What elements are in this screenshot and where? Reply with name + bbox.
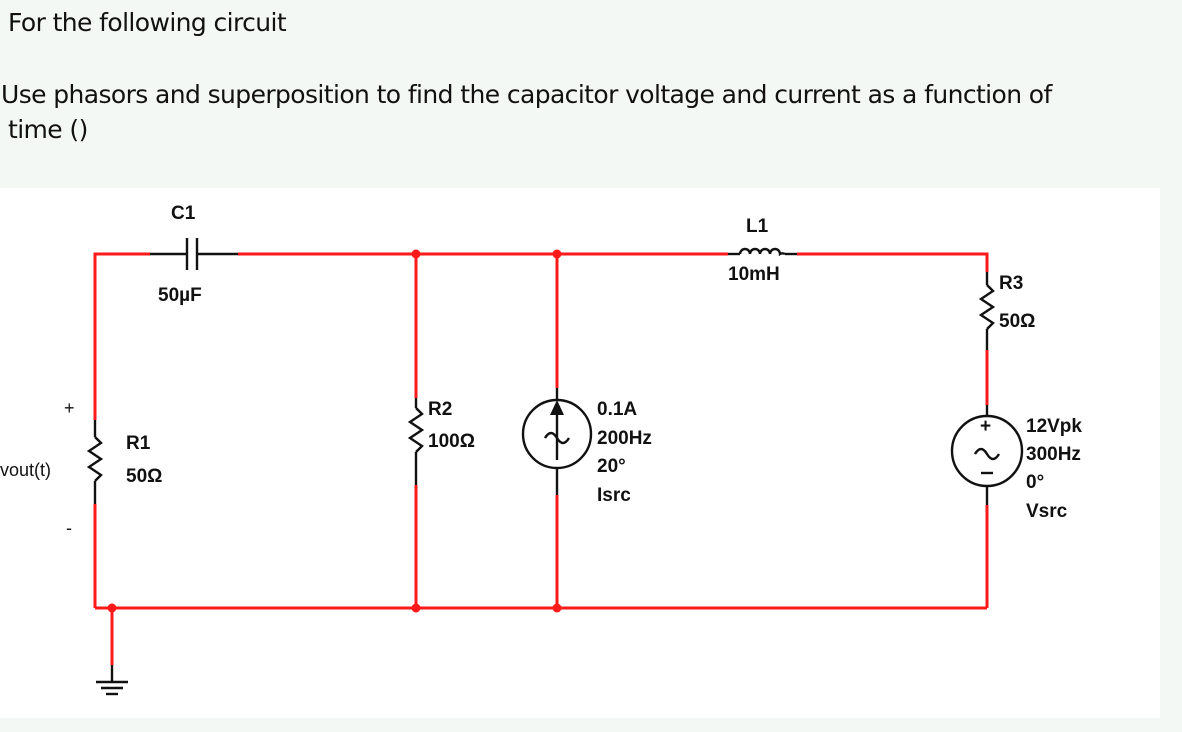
r3-value-label: 50Ω [999, 311, 1035, 332]
l1-value-label: 10mH [728, 264, 780, 285]
resistor-zigzag [86, 436, 104, 482]
question-task-line-1: Use phasors and superposition to find th… [1, 80, 1052, 109]
junction-nodes [107, 249, 562, 613]
current-source-isrc[interactable]: 0.1A 200Hz 20° Isrc [521, 388, 652, 506]
l1-ref-label: L1 [746, 216, 769, 237]
junction-node [552, 603, 562, 613]
vout-plus-label: + [64, 398, 75, 418]
inductor-l1[interactable]: L1 10mH [728, 216, 797, 285]
resistor-r2[interactable]: R2 100Ω [407, 398, 475, 485]
wire-top-right [797, 252, 989, 272]
capacitor-c1[interactable]: C1 50µF [150, 203, 238, 306]
wires [93, 252, 989, 665]
vsrc-frequency-label: 300Hz [1026, 444, 1081, 465]
inductor-coil [738, 247, 786, 257]
circuit-schematic: C1 50µF L1 10mH R1 50Ω + vout(t) - [0, 203, 1082, 696]
r3-ref-label: R3 [999, 273, 1023, 294]
ground-symbol [96, 665, 128, 696]
resistor-zigzag [407, 407, 425, 453]
circuit-panel: C1 50µF L1 10mH R1 50Ω + vout(t) - [0, 188, 1160, 718]
question-intro: For the following circuit [8, 8, 287, 37]
isrc-ref-label: Isrc [597, 485, 631, 506]
c1-value-label: 50µF [158, 285, 202, 306]
junction-node [411, 249, 421, 259]
vout-label: vout(t) [0, 460, 51, 480]
vsrc-ref-label: Vsrc [1026, 501, 1068, 522]
junction-node [552, 249, 562, 259]
c1-ref-label: C1 [171, 203, 196, 224]
junction-node [107, 603, 117, 613]
vout-minus-label: - [66, 518, 72, 538]
r1-ref-label: R1 [126, 433, 151, 454]
vsrc-amplitude-label: 12Vpk [1026, 416, 1082, 437]
isrc-frequency-label: 200Hz [597, 428, 652, 449]
r2-ref-label: R2 [428, 399, 452, 420]
ac-wave-icon [973, 447, 1001, 461]
question-task-line-2: time () [8, 115, 88, 144]
vsrc-phase-label: 0° [1026, 472, 1044, 493]
resistor-r1[interactable]: R1 50Ω [86, 420, 162, 504]
r1-value-label: 50Ω [126, 466, 162, 487]
resistor-r3[interactable]: R3 50Ω [978, 272, 1035, 350]
arrow-up-icon [550, 400, 564, 415]
ac-wave-icon [543, 431, 571, 445]
junction-node [411, 603, 421, 613]
wire-top-left [93, 252, 150, 420]
r2-value-label: 100Ω [428, 431, 475, 452]
resistor-zigzag [978, 284, 996, 330]
voltage-source-vsrc[interactable]: + 12Vpk 300Hz 0° Vsrc [950, 405, 1082, 522]
isrc-phase-label: 20° [597, 456, 626, 477]
isrc-amplitude-label: 0.1A [597, 399, 637, 420]
plus-sign-icon: + [980, 416, 991, 437]
vout-annotation: + vout(t) - [0, 398, 75, 538]
